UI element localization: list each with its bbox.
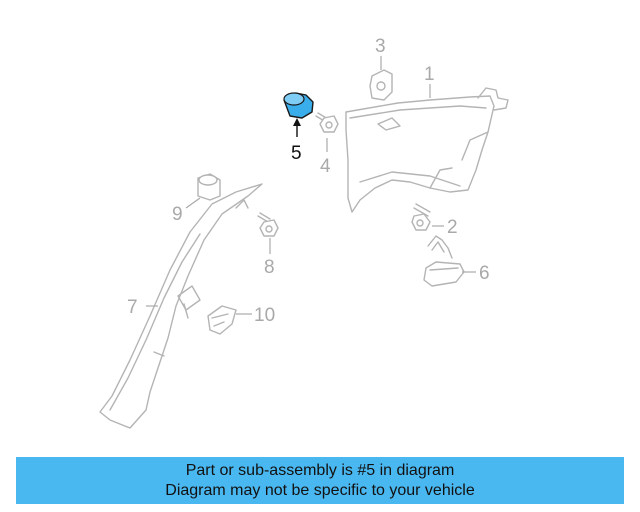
parts-diagram: 1 2 3 4 5 6 7 8 9 10: [99, 36, 509, 429]
part-2-bolt: [411, 203, 431, 231]
callout-10: 10: [254, 305, 275, 326]
part-1-quarter-trim-panel: [345, 87, 509, 213]
leader-9: [185, 197, 201, 209]
caption-line-1: Part or sub-assembly is #5 in diagram: [185, 461, 455, 479]
callout-5: 5: [291, 143, 302, 164]
callout-3: 3: [375, 36, 386, 57]
part-6-lamp: [423, 235, 465, 287]
part-3-clip: [369, 69, 393, 101]
part-7-pillar-trim: [99, 183, 263, 429]
leader-lines: [146, 56, 476, 315]
caption-bar: Part or sub-assembly is #5 in diagram Di…: [16, 457, 624, 504]
part-10-bracket: [207, 305, 237, 335]
callout-2: 2: [447, 217, 458, 238]
leader-5-arrowhead: [293, 118, 301, 126]
part-5-top: [283, 92, 305, 106]
callout-8: 8: [264, 257, 275, 278]
callout-7: 7: [127, 297, 138, 318]
part-5-highlighted-cap: [283, 92, 314, 119]
part-8-screw: [257, 212, 279, 237]
callout-1: 1: [424, 64, 435, 85]
part-4-screw: [315, 112, 339, 133]
callout-6: 6: [479, 263, 490, 284]
callout-9: 9: [172, 204, 183, 225]
part-9-clip: [197, 173, 221, 201]
caption-line-2: Diagram may not be specific to your vehi…: [165, 481, 475, 499]
callout-4: 4: [320, 156, 331, 177]
